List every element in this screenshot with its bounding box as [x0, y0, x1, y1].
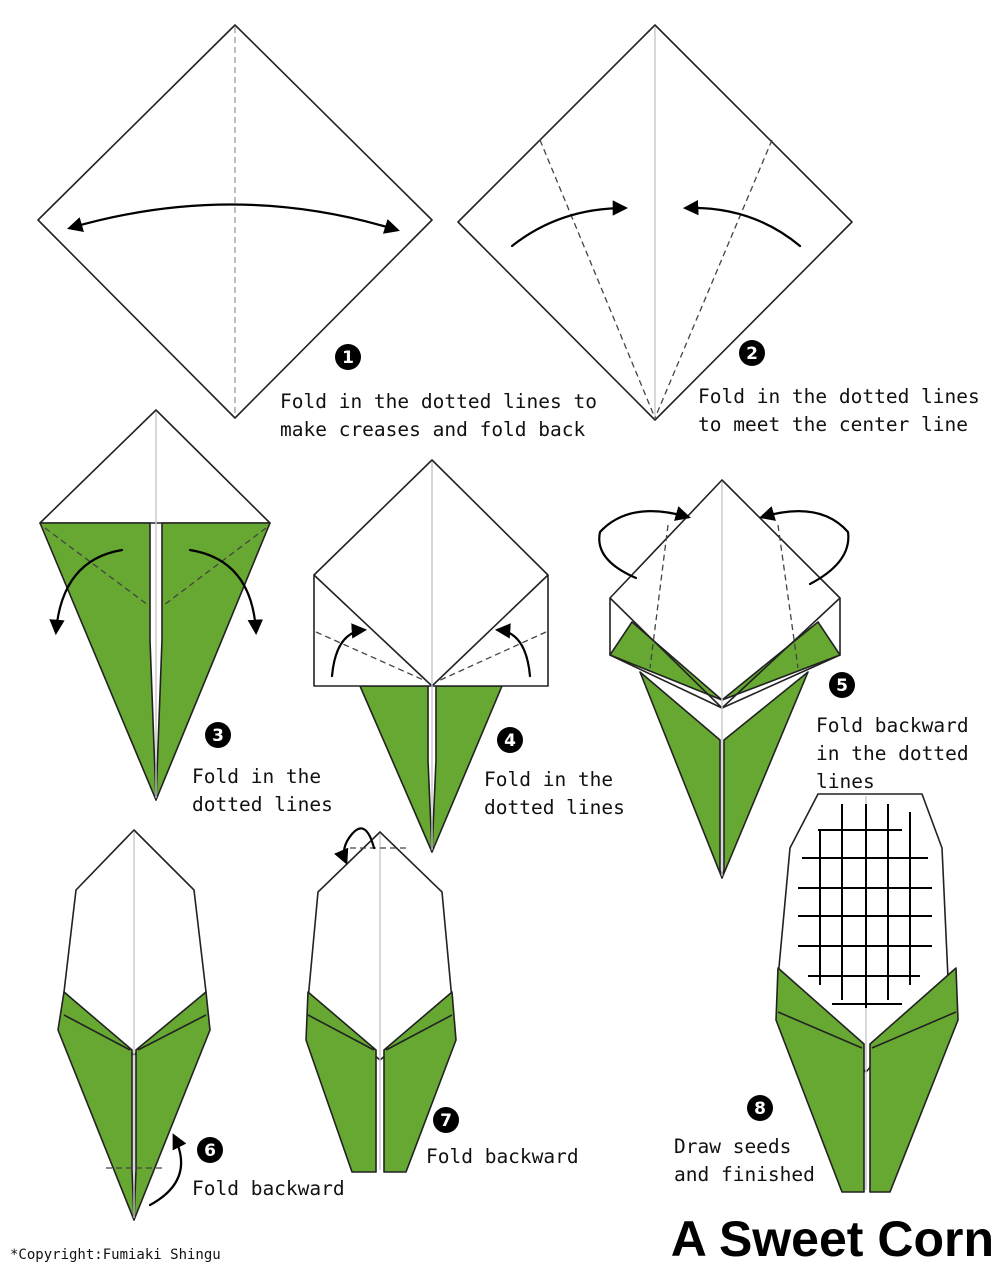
svg-text:2: 2 — [746, 344, 758, 364]
svg-text:in the dotted: in the dotted — [816, 742, 969, 765]
step-1-figure — [37, 24, 433, 419]
fold-arrow-icon — [148, 1133, 187, 1207]
svg-text:3: 3 — [212, 726, 224, 746]
step-7-figure — [305, 827, 457, 1173]
svg-text:Fold backward: Fold backward — [426, 1145, 579, 1168]
step-badge-2: 2 — [739, 340, 765, 366]
svg-text:6: 6 — [204, 1141, 216, 1161]
fold-arrow-icon — [188, 548, 263, 636]
step-5-figure — [598, 479, 850, 879]
step-badge-5: 5 — [829, 672, 855, 698]
svg-text:Fold in the dotted lines to: Fold in the dotted lines to — [280, 390, 597, 413]
step-4-figure — [313, 459, 549, 853]
step-8-instruction: Draw seeds and finished — [674, 1135, 815, 1186]
step-8-figure — [775, 793, 959, 1193]
fold-arrow-icon — [67, 203, 400, 234]
svg-text:5: 5 — [836, 676, 848, 696]
step-4-instruction: Fold in the dotted lines — [484, 768, 625, 819]
page-title: A Sweet Corn — [671, 1211, 994, 1267]
step-6-instruction: Fold backward — [192, 1177, 345, 1200]
step-3-instruction: Fold in the dotted lines — [192, 765, 333, 816]
svg-text:8: 8 — [754, 1099, 766, 1119]
fold-arrow-icon — [330, 623, 368, 678]
svg-text:to meet the center line: to meet the center line — [698, 413, 968, 436]
fold-arrow-icon — [510, 200, 629, 248]
svg-text:and finished: and finished — [674, 1163, 815, 1186]
svg-text:dotted lines: dotted lines — [192, 793, 333, 816]
step-5-instruction: Fold backward in the dotted lines — [816, 714, 969, 793]
step-badge-7: 7 — [433, 1107, 459, 1133]
svg-text:7: 7 — [440, 1111, 452, 1131]
svg-text:make creases and fold back: make creases and fold back — [280, 418, 585, 441]
fold-arrow-icon — [334, 827, 376, 865]
svg-text:dotted lines: dotted lines — [484, 796, 625, 819]
svg-text:1: 1 — [342, 348, 354, 368]
fold-arrow-icon — [682, 199, 802, 248]
step-6-figure — [57, 829, 211, 1221]
fold-arrow-icon — [494, 623, 532, 678]
svg-text:Fold in the dotted lines: Fold in the dotted lines — [698, 385, 980, 408]
step-7-instruction: Fold backward — [426, 1145, 579, 1168]
step-1-instruction: Fold in the dotted lines to make creases… — [280, 390, 597, 441]
step-badge-4: 4 — [497, 727, 523, 753]
fold-arrow-icon — [759, 506, 850, 586]
fold-arrow-icon — [49, 548, 124, 636]
step-badge-3: 3 — [205, 722, 231, 748]
step-badge-8: 8 — [747, 1095, 773, 1121]
fold-arrow-icon — [598, 506, 691, 580]
copyright-notice: *Copyright:Fumiaki Shingu — [10, 1247, 221, 1263]
step-2-instruction: Fold in the dotted lines to meet the cen… — [698, 385, 980, 436]
svg-text:4: 4 — [504, 731, 516, 751]
svg-text:lines: lines — [816, 770, 875, 793]
svg-text:Draw seeds: Draw seeds — [674, 1135, 791, 1158]
svg-text:Fold backward: Fold backward — [192, 1177, 345, 1200]
svg-text:Fold backward: Fold backward — [816, 714, 969, 737]
svg-text:Fold in the: Fold in the — [192, 765, 321, 788]
step-2-figure — [457, 24, 853, 421]
step-3-figure — [39, 409, 271, 801]
svg-text:Fold in the: Fold in the — [484, 768, 613, 791]
corn-seeds-grid — [798, 804, 932, 1008]
step-badge-1: 1 — [335, 344, 361, 370]
step-badge-6: 6 — [197, 1137, 223, 1163]
